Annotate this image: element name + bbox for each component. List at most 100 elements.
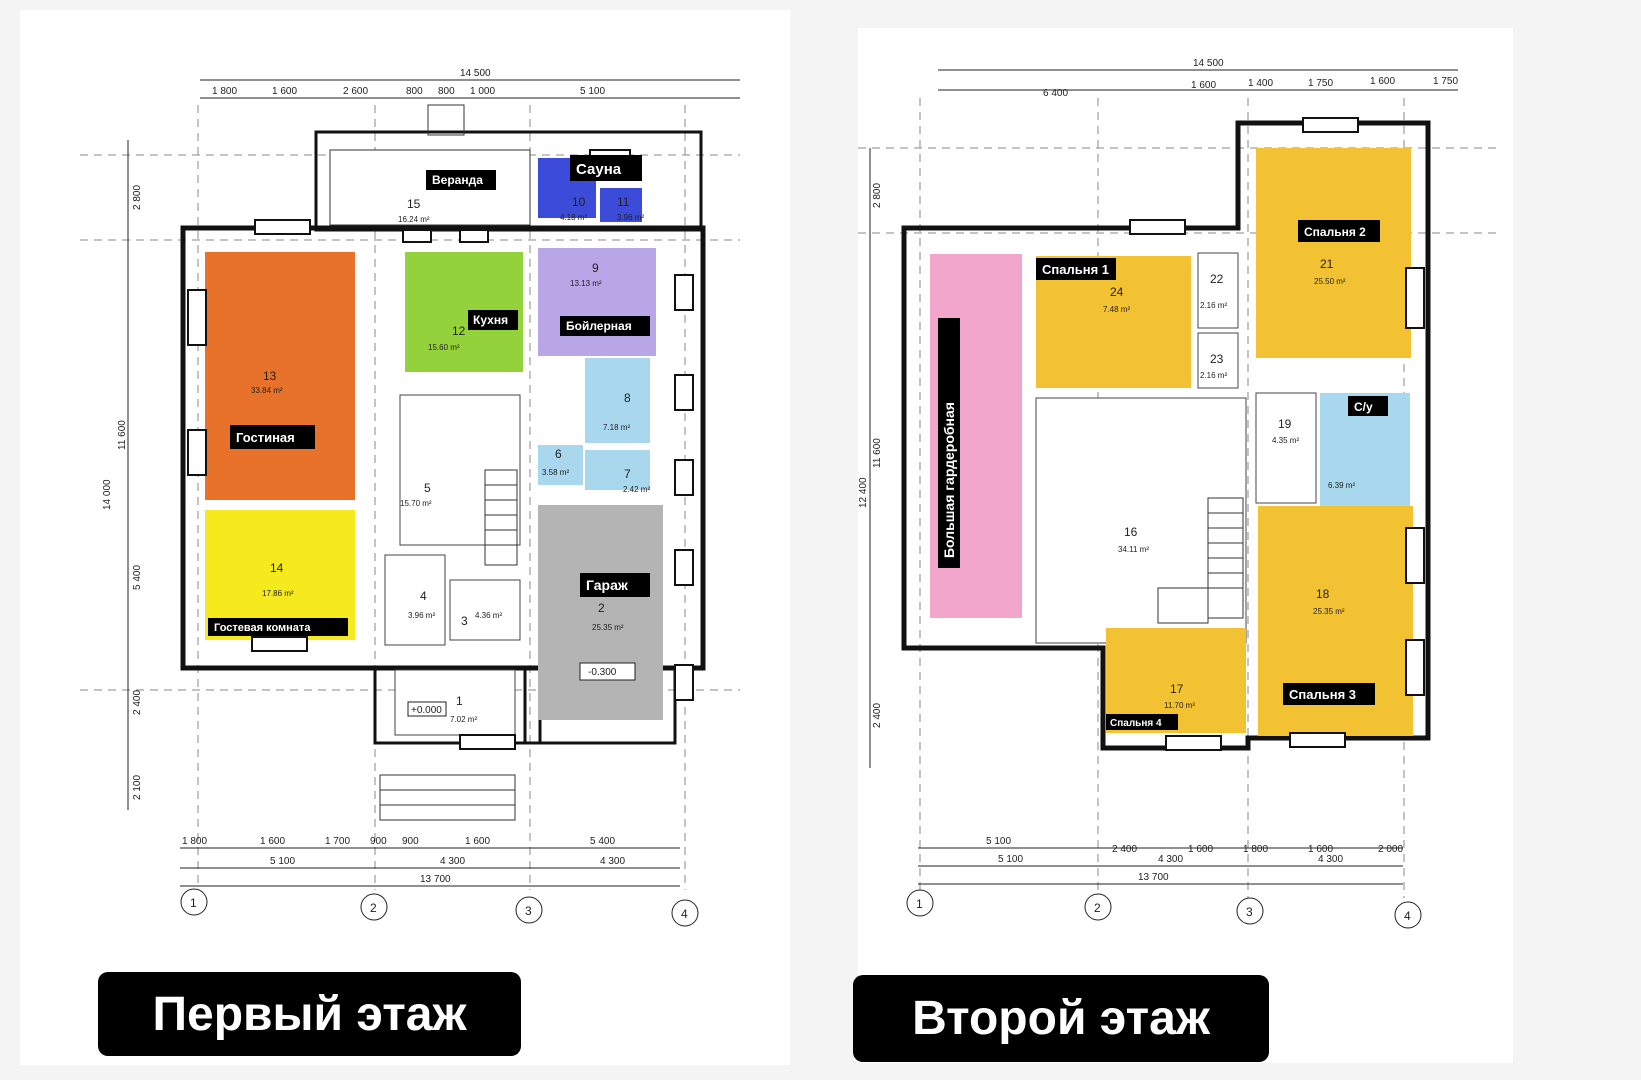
room-area: 33.84 m²: [251, 386, 283, 395]
left-dim: 12 400: [858, 477, 869, 508]
overall-width-dim: 14 500: [460, 68, 491, 79]
room-label-boiler: Бойлерная: [566, 319, 632, 333]
room-area: 13.13 m²: [570, 279, 602, 288]
room-label-kitchen: Кухня: [473, 313, 508, 327]
room-number: 19: [1278, 417, 1292, 431]
top-dim: 1 000: [470, 86, 495, 97]
room-area: 3.96 m²: [408, 611, 435, 620]
room-number: 14: [270, 561, 284, 575]
room-number: 5: [424, 481, 431, 495]
room-number: 6: [555, 447, 562, 461]
overall-bottom-dim: 13 700: [1138, 872, 1169, 883]
room-number: 12: [452, 324, 466, 338]
first-floor-plan: 14 500 1 800 1 600 2 600 800 800 1 000 5…: [80, 68, 740, 927]
bottom-dim: 900: [402, 836, 419, 847]
room-number: 23: [1210, 352, 1224, 366]
room-area: 3.96 m²: [617, 213, 644, 222]
room-6: [538, 445, 583, 485]
top-dim: 2 600: [343, 86, 368, 97]
room-area: 15.60 m²: [428, 343, 460, 352]
room-11: [600, 188, 642, 222]
room-label-wardrobe: Большая гардеробная: [941, 402, 957, 558]
bottom-dim: 4 300: [440, 856, 465, 867]
room-label-sauna: Сауна: [576, 161, 622, 178]
bottom-dim: 1 800: [182, 836, 207, 847]
svg-text:4: 4: [1404, 909, 1411, 923]
room-number: 1: [456, 694, 463, 708]
overall-width-dim: 14 500: [1193, 58, 1224, 69]
room-boiler: [538, 248, 656, 356]
top-dim: 1 800: [212, 86, 237, 97]
first-floor-sheet: 14 500 1 800 1 600 2 600 800 800 1 000 5…: [20, 10, 790, 1065]
svg-text:2: 2: [1094, 901, 1101, 915]
room-label-garage: Гараж: [586, 577, 629, 593]
top-dim: 800: [438, 86, 455, 97]
svg-text:4: 4: [681, 907, 688, 921]
bottom-dim: 900: [370, 836, 387, 847]
left-dim: 2 800: [872, 183, 883, 208]
bottom-dim: 2 000: [1378, 844, 1403, 855]
room-number: 8: [624, 391, 631, 405]
bottom-dim: 1 600: [465, 836, 490, 847]
room-living: [205, 252, 355, 500]
top-dim: 1 600: [1370, 76, 1395, 87]
room-number: 24: [1110, 285, 1124, 299]
bottom-dim: 4 300: [1318, 854, 1343, 865]
room-number: 13: [263, 369, 277, 383]
room-area: 7.48 m²: [1103, 305, 1130, 314]
room-number: 21: [1320, 257, 1334, 271]
svg-text:1: 1: [190, 896, 197, 910]
top-dim: 800: [406, 86, 423, 97]
room-area: 4.35 m²: [1272, 436, 1299, 445]
room-area: 16.24 m²: [398, 215, 430, 224]
level-mark: +0.000: [411, 705, 442, 716]
room-number: 4: [420, 589, 427, 603]
left-dim: 11 600: [872, 438, 883, 468]
second-floor-caption: Второй этаж: [853, 975, 1269, 1062]
room-number: 2: [598, 601, 605, 615]
room-area: 34.11 m²: [1118, 545, 1149, 554]
room-number: 3: [461, 614, 468, 628]
room-number: 7: [624, 467, 631, 481]
axis-marker: 3: [1236, 897, 1264, 925]
bottom-dim: 5 100: [998, 854, 1023, 865]
room-label-guest: Гостевая комната: [214, 622, 311, 634]
left-dim: 5 400: [132, 565, 143, 590]
room-area: 11.70 m²: [1164, 701, 1195, 710]
room-4: [384, 554, 446, 646]
left-dim: 14 000: [102, 479, 113, 510]
room-area: 2.16 m²: [1200, 301, 1227, 310]
room-19: [1255, 392, 1317, 504]
room-area: 2.42 m²: [623, 485, 650, 494]
axis-marker: 2: [360, 893, 388, 921]
bottom-dim: 1 700: [325, 836, 350, 847]
room-22: [1197, 252, 1239, 329]
svg-text:2: 2: [370, 901, 377, 915]
room-number: 11: [617, 195, 630, 209]
bottom-dim: 2 400: [1112, 844, 1137, 855]
axis-marker: 4: [671, 899, 699, 927]
room-16: [1035, 397, 1247, 644]
svg-text:1: 1: [916, 897, 923, 911]
svg-text:3: 3: [1246, 905, 1253, 919]
axis-marker: 2: [1084, 893, 1112, 921]
left-dim: 2 400: [872, 703, 883, 728]
room-area: 6.39 m²: [1328, 481, 1355, 490]
room-label-bedroom-1: Спальня 1: [1042, 262, 1109, 277]
room-label-living: Гостиная: [236, 430, 295, 445]
top-dim: 1 600: [1191, 80, 1216, 91]
room-number: 9: [592, 261, 599, 275]
first-floor-caption: Первый этаж: [98, 972, 521, 1056]
left-dim: 2 400: [132, 690, 143, 715]
staircase: [379, 469, 518, 821]
axis-marker: 4: [1394, 901, 1422, 929]
room-label-veranda: Веранда: [432, 173, 483, 187]
room-area: 25.35 m²: [1313, 607, 1345, 616]
axis-marker: 3: [515, 896, 543, 924]
top-dim: 1 750: [1308, 78, 1333, 89]
room-area: 25.35 m²: [592, 623, 624, 632]
top-dim: 1 750: [1433, 76, 1458, 87]
room-area: 4.36 m²: [475, 611, 502, 620]
overall-bottom-dim: 13 700: [420, 874, 451, 885]
